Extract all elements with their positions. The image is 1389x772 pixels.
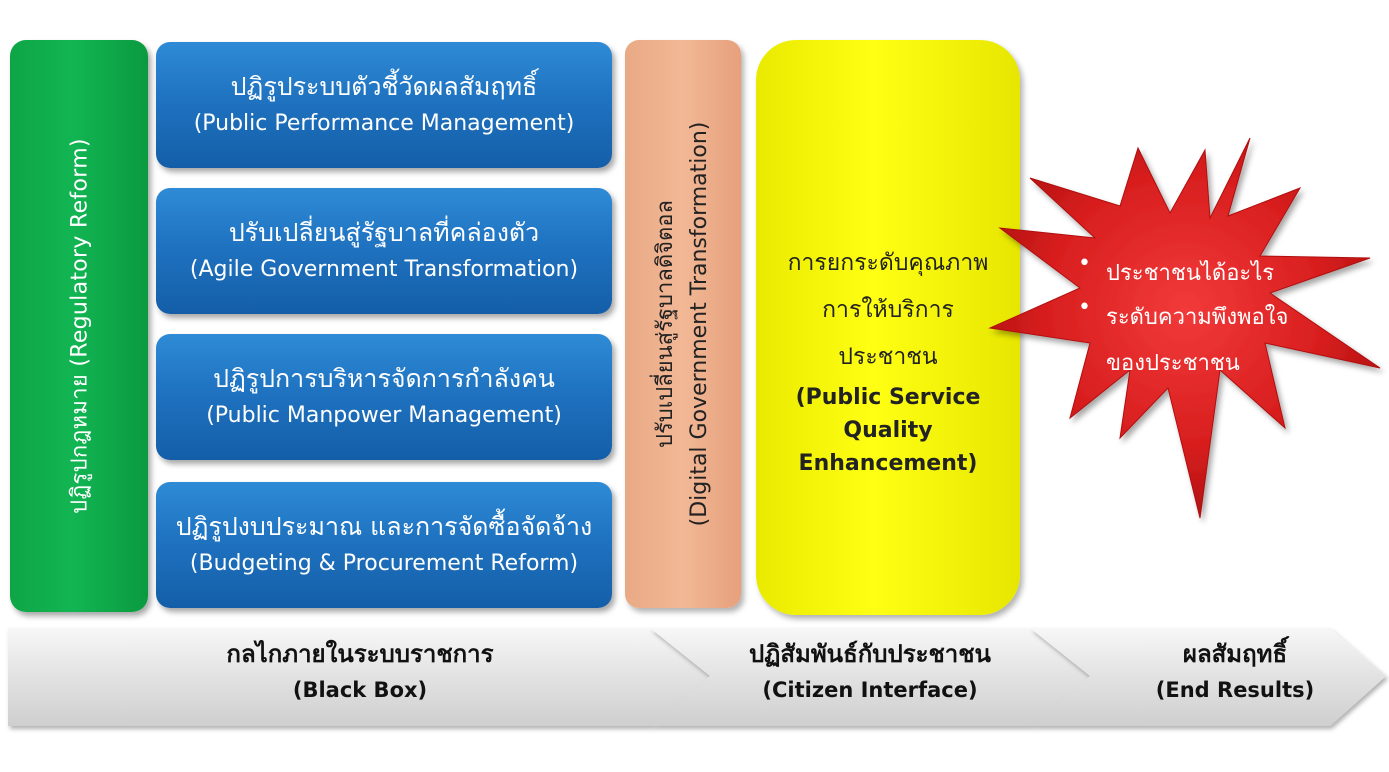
reform-thai-label: ปฏิรูประบบตัวชี้วัดผลสัมฤทธิ์: [230, 72, 538, 101]
results-item-2: ระดับความพึงพอใจ: [1106, 304, 1288, 330]
results-star: • • ประชาชนได้อะไร ระดับความพึงพอใจ ของป…: [988, 137, 1381, 519]
reform-english-label: (Public Performance Management): [193, 111, 575, 136]
stage-english-label: (End Results): [1155, 678, 1315, 702]
quality-english-line: Enhancement): [798, 451, 978, 476]
stage-arrows: [8, 628, 1386, 726]
service-quality-box: การยกระดับคุณภาพ การให้บริการ ประชาชน (P…: [756, 40, 1020, 615]
reform-english-label: (Budgeting & Procurement Reform): [189, 551, 579, 576]
arrow-end-results: [1030, 628, 1386, 726]
stage-end-results: ผลสัมฤทธิ์ (End Results): [1110, 636, 1360, 708]
quality-english-line: Quality: [843, 418, 933, 443]
stage-english-label: (Citizen Interface): [762, 678, 978, 702]
stage-black-box: กลไกภายในระบบราชการ (Black Box): [150, 636, 570, 708]
results-item-1: ประชาชนได้อะไร: [1106, 260, 1274, 286]
digital-government-bar: ปรับเปลี่ยนสู่รัฐบาลดิจิตอล (Digital Gov…: [625, 40, 741, 608]
reform-box-budgeting: ปฏิรูปงบประมาณ และการจัดซื้อจัดจ้าง (Bud…: [156, 482, 612, 608]
stage-citizen-interface: ปฏิสัมพันธ์กับประชาชน (Citizen Interface…: [690, 636, 1050, 708]
quality-thai-line: ประชาชน: [838, 344, 938, 370]
reform-english-label: (Agile Government Transformation): [189, 257, 579, 282]
quality-english-line: (Public Service: [795, 385, 981, 410]
results-bullet-2: •: [1078, 295, 1091, 320]
star-shape: [988, 137, 1381, 519]
reform-thai-label: ปฏิรูปการบริหารจัดการกำลังคน: [213, 364, 555, 393]
stage-english-label: (Black Box): [292, 678, 428, 702]
digital-government-thai: ปรับเปลี่ยนสู่รัฐบาลดิจิตอล: [653, 200, 678, 448]
regulatory-reform-bar: ปฏิรูปกฎหมาย (Regulatory Reform): [10, 40, 148, 612]
quality-thai-line: การยกระดับคุณภาพ: [787, 250, 989, 276]
reform-english-label: (Public Manpower Management): [206, 403, 562, 428]
reform-thai-label: ปรับเปลี่ยนสู่รัฐบาลที่คล่องตัว: [228, 218, 540, 247]
arrow-citizen-interface: [650, 628, 1090, 726]
reform-thai-label: ปฏิรูปงบประมาณ และการจัดซื้อจัดจ้าง: [175, 512, 593, 541]
results-bullet-1: •: [1078, 251, 1091, 276]
stage-thai-label: ปฏิสัมพันธ์กับประชาชน: [749, 640, 991, 668]
reform-box-performance: ปฏิรูประบบตัวชี้วัดผลสัมฤทธิ์ (Public Pe…: [156, 42, 612, 168]
stage-thai-label: กลไกภายในระบบราชการ: [226, 640, 494, 668]
results-item-3: ของประชาชน: [1106, 351, 1240, 376]
arrow-black-box: [8, 628, 710, 726]
service-quality-text: การยกระดับคุณภาพ การให้บริการ ประชาชน (P…: [756, 240, 1020, 480]
regulatory-reform-label: ปฏิรูปกฎหมาย (Regulatory Reform): [67, 138, 93, 514]
reform-box-agile: ปรับเปลี่ยนสู่รัฐบาลที่คล่องตัว (Agile G…: [156, 188, 612, 314]
quality-thai-line: การให้บริการ: [822, 297, 954, 323]
stage-thai-label: ผลสัมฤทธิ์: [1182, 640, 1288, 668]
digital-government-english: (Digital Government Transformation): [687, 121, 712, 527]
reform-box-manpower: ปฏิรูปการบริหารจัดการกำลังคน (Public Man…: [156, 334, 612, 460]
digital-government-label: ปรับเปลี่ยนสู่รัฐบาลดิจิตอล (Digital Gov…: [649, 122, 717, 527]
